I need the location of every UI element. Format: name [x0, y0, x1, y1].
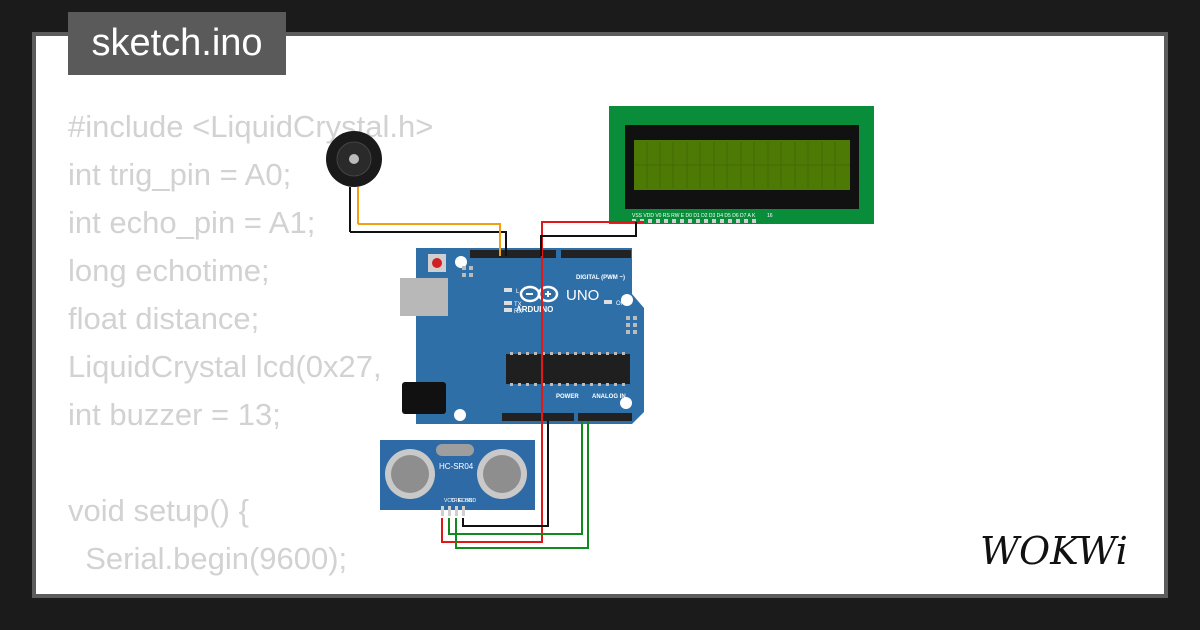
lcd-pin-labels: VSS VDD V0 RS RW E D0 D1 D2 D3 D4 D5 D6 …: [632, 213, 756, 219]
sensor-pin-echo: ECHO: [458, 498, 473, 504]
code-line: LiquidCrystal lcd(0x27,: [68, 349, 382, 384]
code-line: int echo_pin = A1;: [68, 205, 316, 240]
mount-hole: [621, 294, 633, 306]
board-model: UNO: [566, 287, 599, 304]
usb-port: [400, 278, 448, 316]
sensor-pin-trig: TRIG: [451, 498, 463, 504]
led-l-label: L: [516, 289, 520, 295]
led-tx-label: TX: [514, 302, 522, 308]
analog-label: ANALOG IN: [592, 394, 626, 400]
code-line: int buzzer = 13;: [68, 397, 281, 432]
code-line: #include <LiquidCrystal.h>: [68, 109, 434, 144]
digital-header-right: [561, 250, 631, 258]
circuit-diagram: VSS VDD V0 RS RW E D0 D1 D2 D3 D4 D5 D6 …: [326, 106, 874, 549]
digital-header-left: [470, 250, 556, 258]
wokwi-logo-text: WOKWi: [980, 529, 1128, 573]
lcd-display[interactable]: VSS VDD V0 RS RW E D0 D1 D2 D3 D4 D5 D6 …: [609, 106, 874, 224]
code-background: #include <LiquidCrystal.h> int trig_pin =…: [68, 103, 480, 594]
sensor-pin-vcc: VCC: [444, 498, 455, 504]
analog-header: [578, 413, 632, 421]
arduino-uno-board[interactable]: DIGITAL (PWM ~) L TX RX ON ARDUINO UNO: [400, 248, 644, 424]
code-line: int trig_pin = A0;: [68, 157, 292, 192]
wokwi-logo: WOKWi: [980, 529, 1128, 573]
buzzer-hole: [349, 154, 359, 164]
on-label: ON: [616, 301, 625, 307]
code-line: long echotime;: [68, 253, 270, 288]
code-line: pinMode(trig_pin, OUTPUT);: [68, 583, 480, 594]
code-line: float distance;: [68, 301, 260, 336]
mount-hole: [455, 256, 467, 268]
code-line: void setup() {: [68, 493, 249, 528]
power-header: [502, 413, 574, 421]
power-jack: [402, 382, 446, 414]
digital-label: DIGITAL (PWM ~): [576, 275, 625, 281]
code-line: Serial.begin(9600);: [68, 541, 348, 576]
power-label: POWER: [556, 394, 579, 400]
lcd-pin-count: 16: [767, 213, 773, 219]
arduino-logo-icon: [519, 285, 559, 303]
mount-hole: [620, 397, 632, 409]
ultrasonic-sensor[interactable]: HC-SR04 VCC TRIG ECHO GND: [380, 440, 535, 516]
wires: [350, 221, 644, 549]
file-name-tab[interactable]: sketch.ino: [68, 12, 286, 75]
sensor-crystal: [436, 444, 474, 456]
reset-button[interactable]: [432, 258, 442, 268]
sensor-pin-gnd: GND: [465, 498, 477, 504]
preview-card: #include <LiquidCrystal.h> int trig_pin =…: [36, 36, 1164, 594]
sensor-label: HC-SR04: [439, 462, 474, 471]
microcontroller-chip: [506, 354, 630, 384]
mount-hole: [454, 409, 466, 421]
led-rx-label: RX: [514, 309, 522, 315]
board-brand: ARDUINO: [516, 305, 553, 314]
buzzer[interactable]: [326, 131, 382, 232]
